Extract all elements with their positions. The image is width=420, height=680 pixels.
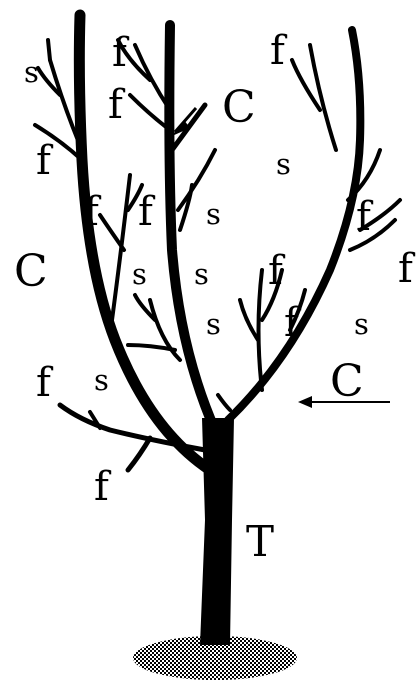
label-s: s: [276, 147, 291, 181]
label-f: f: [356, 194, 374, 240]
label-f: f: [36, 360, 54, 406]
label-s: s: [354, 307, 369, 341]
label-f: f: [84, 189, 102, 235]
label-s: s: [194, 257, 209, 291]
label-f: f: [398, 246, 416, 292]
label-C: C: [14, 246, 48, 297]
label-f: f: [138, 189, 156, 235]
label-T: T: [246, 517, 274, 566]
label-f: f: [94, 464, 112, 510]
label-s: s: [206, 197, 221, 231]
label-s: s: [132, 257, 147, 291]
left-scaffold: [79, 15, 210, 470]
label-C: C: [330, 356, 364, 407]
label-f: f: [36, 138, 54, 184]
label-C: C: [222, 82, 256, 133]
label-f: f: [270, 28, 288, 74]
label-s: s: [206, 307, 221, 341]
label-s: s: [94, 363, 109, 397]
label-s: s: [24, 55, 39, 89]
label-f: f: [108, 82, 126, 128]
